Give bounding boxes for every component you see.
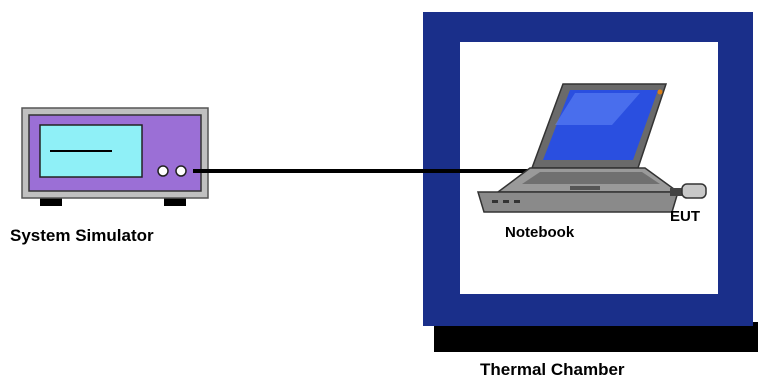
eut-device	[670, 183, 707, 199]
simulator-foot-right	[164, 196, 186, 206]
laptop-base-front	[476, 191, 680, 213]
laptop-keyboard	[522, 172, 660, 184]
laptop-port-3	[514, 200, 520, 203]
laptop-port-2	[503, 200, 509, 203]
chamber-shadow	[434, 322, 758, 352]
system-simulator-label: System Simulator	[10, 226, 154, 245]
simulator-foot-left	[40, 196, 62, 206]
simulator-knob-left	[157, 165, 169, 177]
laptop-touchpad	[570, 186, 600, 190]
notebook-label: Notebook	[505, 224, 575, 241]
eut-connector	[670, 188, 684, 196]
thermal-chamber-label: Thermal Chamber	[480, 360, 625, 379]
eut-body	[681, 183, 707, 199]
eut-label: EUT	[670, 208, 700, 225]
simulator-knob-right	[175, 165, 187, 177]
system-simulator-device	[21, 107, 209, 206]
laptop-port-1	[492, 200, 498, 203]
laptop-indicator	[657, 89, 663, 95]
notebook-laptop	[476, 83, 681, 213]
laptop-screen-glare	[555, 93, 640, 125]
